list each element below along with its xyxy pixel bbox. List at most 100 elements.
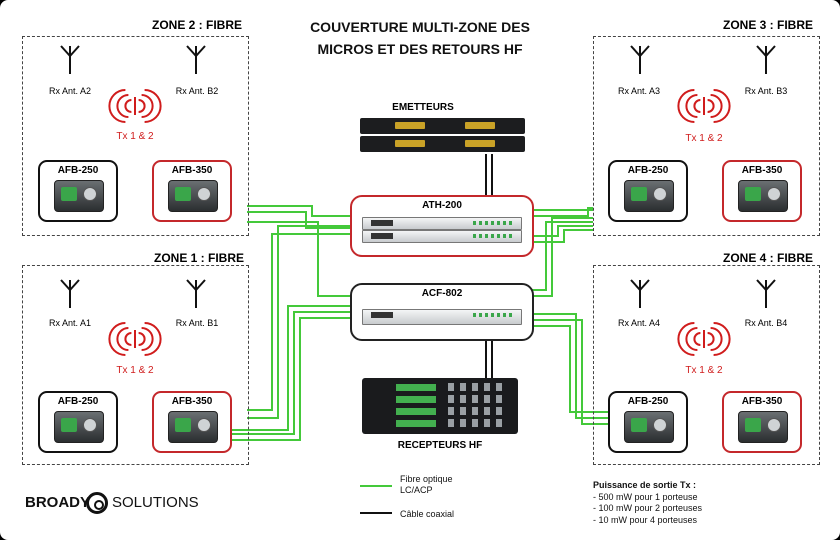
afb250-device-icon [624,411,674,443]
antenna-icon [765,45,776,57]
antenna-icon [195,45,206,57]
tx-wave-icon [116,94,129,118]
antenna-icon [60,279,71,291]
fiber-cable [232,311,350,435]
ath200-rack-unit [362,217,522,230]
tx-wave-icon [713,322,731,356]
antenna-icon [186,45,197,57]
fiber-cable [232,305,350,431]
antenna-icon [186,279,197,291]
zone-3-title: ZONE 3 : FIBRE [723,18,814,32]
zone-1-afb350: AFB-350 [152,391,232,453]
receivers-label: RECEPTEURS HF [397,440,483,451]
tx-wave-icon [677,322,695,356]
tx-wave-icon [707,332,715,346]
zone-2-tx-label: Tx 1 & 2 [116,131,154,142]
fiber-cable [530,217,593,297]
tx-wave-icon [713,89,731,123]
zone-1-frame [22,265,249,465]
fiber-cable [247,211,350,229]
acf802-device: ACF-802 [350,283,534,341]
zone-4-afb350-label: AFB-350 [741,396,783,407]
tx-wave-icon [108,89,126,123]
tx-wave-icon [707,99,715,113]
antenna-icon [195,279,206,291]
receiver-display [396,408,436,415]
zone-1-ant-left-label: Rx Ant. A1 [48,318,92,328]
fiber-cable [530,325,608,413]
ath200-device: ATH-200 [350,195,534,257]
zone-2-title: ZONE 2 : FIBRE [152,18,243,32]
zone-2-ant-right-label: Rx Ant. B2 [175,86,219,96]
zone-3-tx-label: Tx 1 & 2 [685,133,723,144]
power-line-3: - 10 mW pour 4 porteuses [593,514,698,525]
fiber-cable [247,205,350,217]
power-heading: Puissance de sortie Tx : [593,480,697,490]
emitters-unit [360,136,525,152]
ath200-rack-unit [362,230,522,243]
tx-wave-icon [144,322,162,356]
legend-fiber-line-1: Fibre optique [400,474,453,484]
zone-3-ant-left-label: Rx Ant. A3 [617,86,661,96]
zone-4-afb250: AFB-250 [608,391,688,453]
tx-wave-icon [710,94,723,118]
fiber-cable [530,221,593,291]
antenna-icon [756,45,767,57]
antenna-icon [69,279,80,291]
fiber-cable [530,319,608,425]
afb250-device-icon [54,180,104,212]
wires-group [60,45,776,514]
fiber-cable [247,233,350,411]
receiver-display [396,420,436,427]
emitters-unit [360,118,525,134]
logo-solutions-text: SOLUTIONS [112,494,199,511]
legend-coax-label: Câble coaxial [400,509,455,519]
power-info: Puissance de sortie Tx : - 500 mW pour 1… [593,480,702,526]
zone-2-afb250: AFB-250 [38,160,118,222]
zone-1-tx-label: Tx 1 & 2 [116,365,154,376]
power-line-1: - 500 mW pour 1 porteuse [593,491,698,502]
zone-3-afb250: AFB-250 [608,160,688,222]
afb350-device-icon [738,180,788,212]
zone-3-ant-right-label: Rx Ant. B3 [744,86,788,96]
zone-1-title: ZONE 1 : FIBRE [154,251,245,265]
antenna-icon [639,279,650,291]
zone-1-afb250: AFB-250 [38,391,118,453]
antenna-icon [639,45,650,57]
zone-2-afb350: AFB-350 [152,160,232,222]
afb350-device-icon [168,180,218,212]
ath200-label: ATH-200 [422,200,462,211]
legend-fiber-line-2: LC/ACP [400,485,433,495]
fiber-cable [530,313,608,419]
antenna-icon [630,279,641,291]
zone-1-ant-right-label: Rx Ant. B1 [175,318,219,328]
zone-1-afb350-label: AFB-350 [171,396,213,407]
antenna-icon [60,45,71,57]
tx-wave-icon [124,99,132,113]
legend-fiber-label: Fibre optique LC/ACP [400,474,453,496]
zone-3-afb350-label: AFB-350 [741,165,783,176]
tx-wave-icon [685,94,698,118]
zone-3-frame [593,36,820,236]
tx-wave-icon [141,94,154,118]
fiber-cable [530,225,593,237]
afb250-device-icon [54,411,104,443]
fiber-cable [247,221,350,297]
tx-wave-icon [685,327,698,351]
afb350-device-icon [168,411,218,443]
zone-4-afb350: AFB-350 [722,391,802,453]
tx-wave-icon [138,332,146,346]
emitters-label: EMETTEURS [392,102,454,113]
zone-4-frame [593,265,820,465]
fiber-cable [232,317,350,441]
zone-2-afb250-label: AFB-250 [57,165,99,176]
logo-broady-text: BROADY [25,494,91,511]
logo-mark-icon [86,492,108,514]
receiver-knobs [448,383,508,391]
title-line-2: MICROS ET DES RETOURS HF [317,41,523,57]
tx-wave-icon [710,327,723,351]
tx-wave-icon [116,327,129,351]
zone-1-afb250-label: AFB-250 [57,396,99,407]
tx-wave-icon [124,332,132,346]
